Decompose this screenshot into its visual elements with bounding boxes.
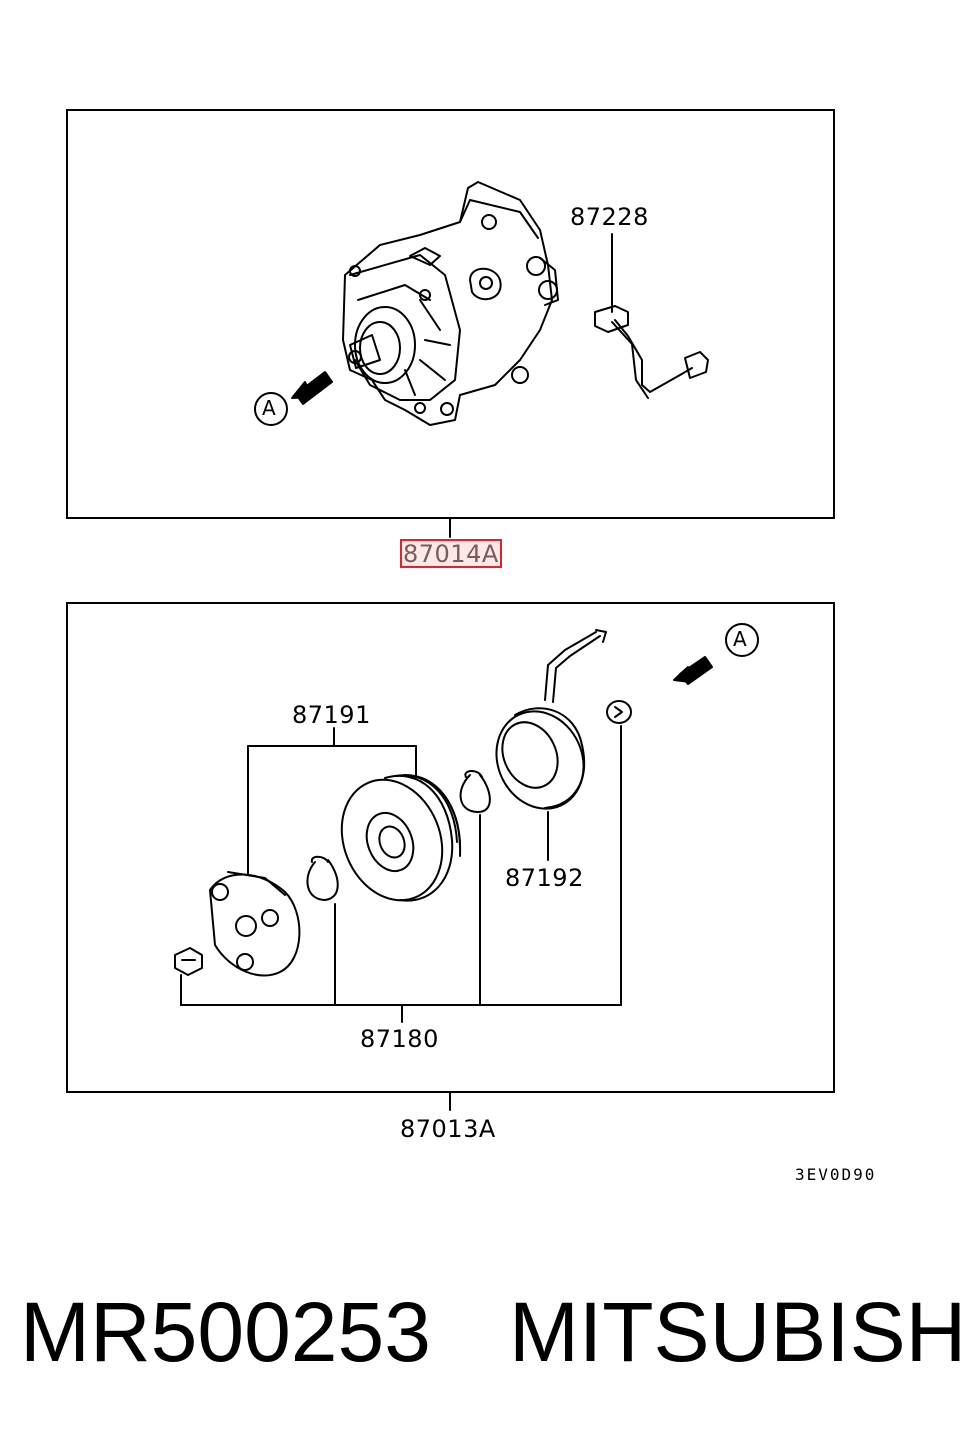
washer-drawing xyxy=(606,700,632,724)
field-coil-drawing xyxy=(495,629,607,861)
callout-87013a[interactable]: 87013A xyxy=(400,1115,496,1143)
callout-87014a[interactable]: 87014A xyxy=(400,539,502,568)
part-number: MR500253 xyxy=(20,1285,431,1379)
callout-87191[interactable]: 87191 xyxy=(292,701,371,729)
view-marker-circle-bottom xyxy=(725,623,759,657)
diagram-reference-code: 3EV0D90 xyxy=(795,1165,877,1184)
view-marker-label-bottom: A xyxy=(733,627,748,651)
view-marker-circle-top xyxy=(254,392,288,426)
footer-caption: MR500253 MITSUBISHI xyxy=(20,1285,960,1379)
sensor-harness-drawing xyxy=(594,233,709,399)
view-marker-label-top: A xyxy=(262,396,277,420)
top-assembly-frame xyxy=(66,109,835,519)
bottom-assembly-frame xyxy=(66,602,835,1093)
snap-ring-1 xyxy=(459,774,491,813)
nut-drawing xyxy=(174,947,203,976)
brand-name: MITSUBISHI xyxy=(508,1285,960,1379)
pulley-drawing xyxy=(340,773,462,902)
snap-ring-2 xyxy=(306,859,339,901)
callout-87228[interactable]: 87228 xyxy=(570,203,649,231)
callout-87192[interactable]: 87192 xyxy=(505,864,584,892)
compressor-drawing xyxy=(342,181,559,426)
armature-plate-drawing xyxy=(209,871,301,977)
callout-87180[interactable]: 87180 xyxy=(360,1025,439,1053)
